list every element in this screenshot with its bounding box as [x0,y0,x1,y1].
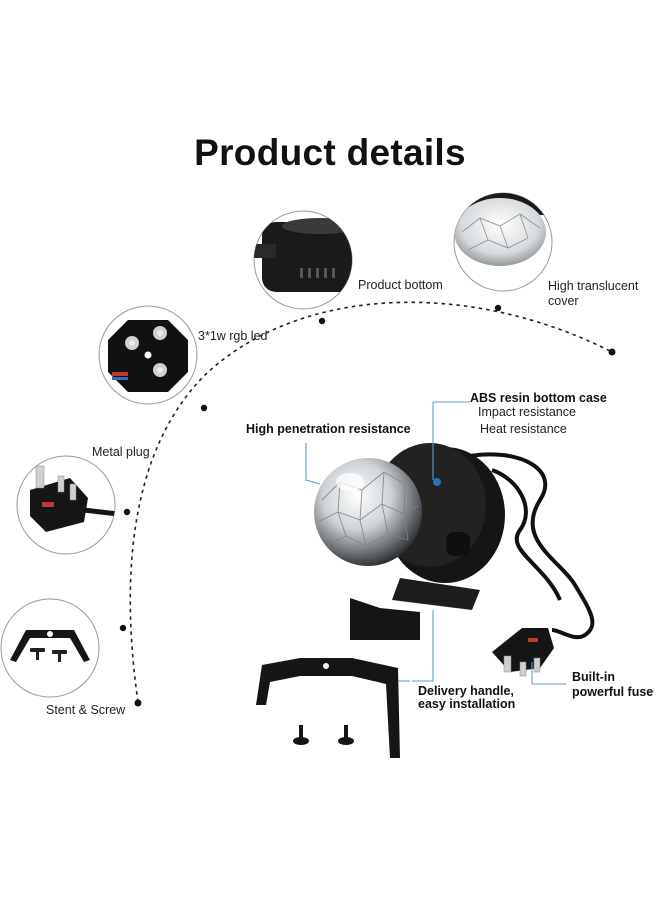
label-delivery-handle-1: Delivery handle, [418,684,514,698]
label-rgb-led: 3*1w rgb led [198,329,268,343]
label-metal-plug: Metal plug [92,445,150,459]
label-high-translucent-cover: High translucent cover [548,279,639,308]
label-builtin-2: powerful fuse [572,685,654,699]
label-abs-case: ABS resin bottom case [470,391,607,405]
label-heat-resistance: Heat resistance [480,422,567,436]
label-builtin-1: Built-in [572,670,616,684]
label-delivery-handle-2: easy installation [418,697,516,711]
power-cable [469,452,595,640]
mounting-bracket [256,658,400,758]
label-impact-resistance: Impact resistance [478,405,576,419]
label-high-penetration: High penetration resistance [246,422,411,436]
product-bottom-thumbnail [253,210,353,310]
label-stent-screw: Stent & Screw [46,703,126,717]
translucent-cover-thumbnail [453,192,553,292]
callout-lines [305,401,566,685]
rgb-led-thumbnail [98,305,198,405]
screws [293,725,354,745]
light-housing [314,443,505,640]
metal-plug-thumbnail [16,455,116,555]
arc-dots [119,304,616,707]
dotted-arc [129,301,613,703]
uk-plug [492,628,554,677]
stent-screw-thumbnail [0,598,100,698]
label-product-bottom: Product bottom [358,278,443,292]
page-title: Product details [194,132,466,173]
